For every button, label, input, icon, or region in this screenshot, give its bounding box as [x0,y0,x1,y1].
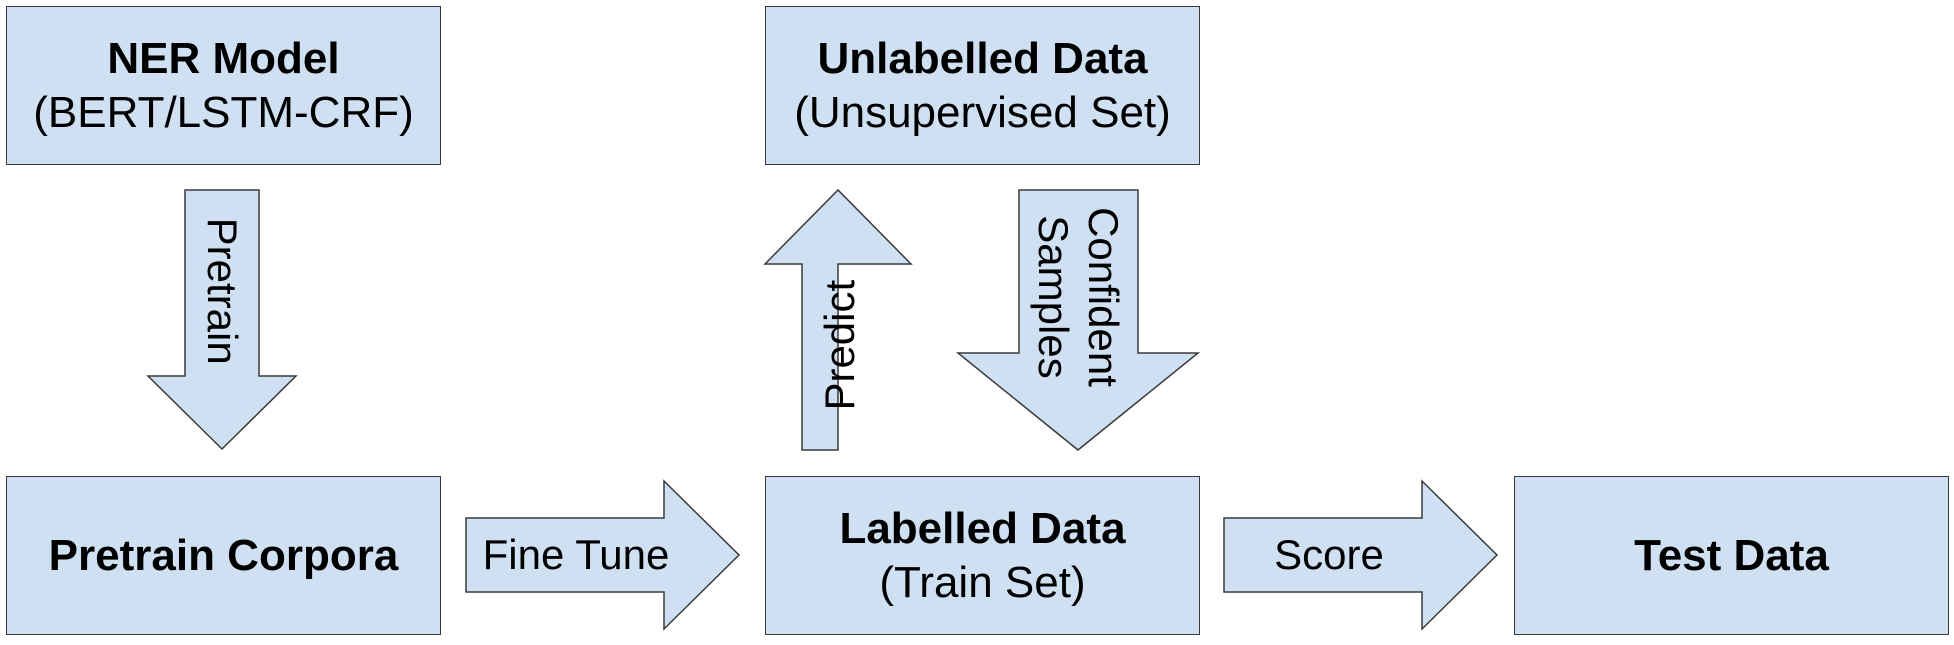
fine-tune-arrow [465,479,741,631]
unlabelled-data-box: Unlabelled Data (Unsupervised Set) [765,6,1200,165]
labelled-data-subtitle: (Train Set) [879,557,1086,607]
ner-model-box: NER Model (BERT/LSTM-CRF) [6,6,441,165]
predict-arrow [763,188,913,451]
confident-label-line1: Confident [1080,207,1128,387]
score-arrow [1223,479,1499,631]
pretrain-arrow [146,189,298,451]
confident-label-line2: Samples [1030,215,1077,379]
test-data-title: Test Data [1634,530,1829,580]
pretrain-corpora-title: Pretrain Corpora [48,530,399,580]
unlabelled-data-subtitle: (Unsupervised Set) [794,87,1171,137]
fine-tune-label: Fine Tune [482,531,670,578]
pretrain-corpora-box: Pretrain Corpora [6,476,441,635]
test-data-box: Test Data [1514,476,1949,635]
unlabelled-data-title: Unlabelled Data [817,33,1148,83]
ner-model-subtitle: (BERT/LSTM-CRF) [33,87,414,137]
pretrain-label: Pretrain [199,217,247,365]
confident-samples-arrow [955,189,1201,451]
score-label: Score [1274,531,1384,578]
labelled-data-box: Labelled Data (Train Set) [765,476,1200,635]
ner-model-title: NER Model [107,33,340,83]
confident-samples-label: Confident Samples [1023,197,1133,397]
predict-label: Predict [815,279,863,411]
labelled-data-title: Labelled Data [839,503,1126,553]
